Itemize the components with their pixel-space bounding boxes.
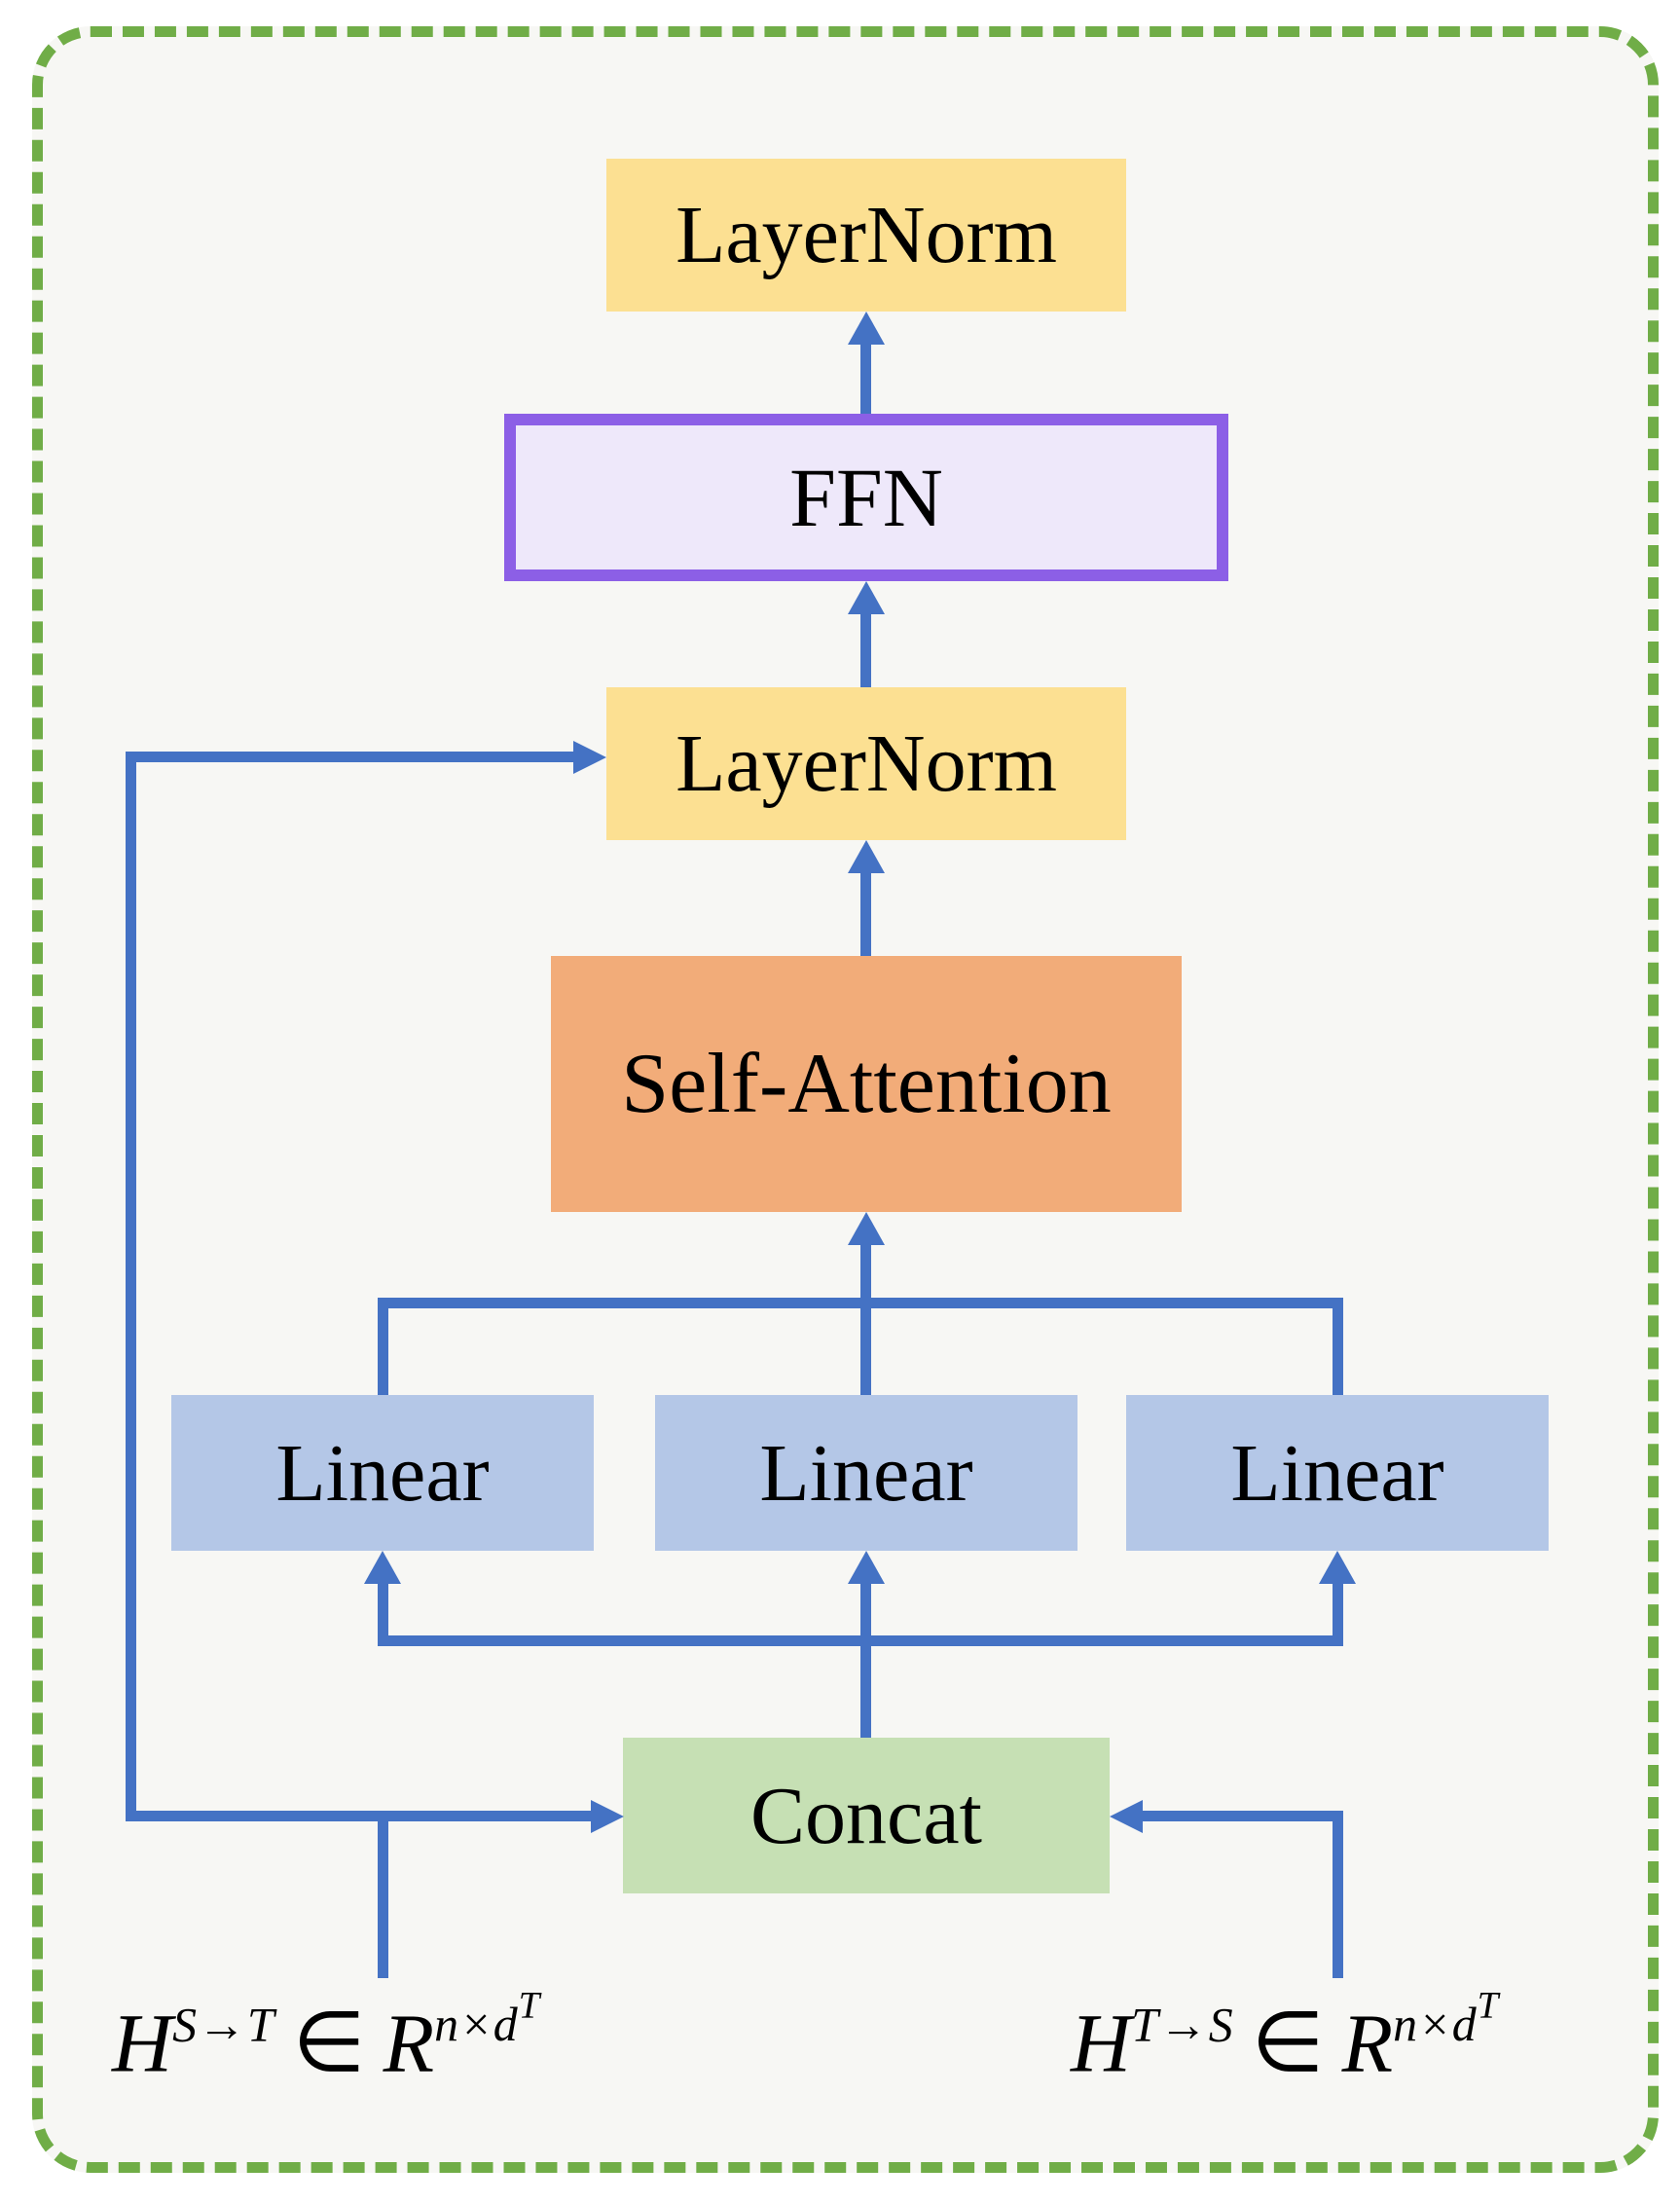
node-self-attention-label: Self-Attention [621, 1037, 1112, 1131]
residual-skip-to-layernorm-line [126, 752, 573, 762]
concat-output-rail [378, 1635, 1343, 1646]
formula-space: R [383, 1996, 435, 2090]
node-layernorm-mid: LayerNorm [606, 687, 1126, 840]
formula-space-sup: n×dT [434, 1985, 540, 2052]
rail-to-linear-left-line [378, 1584, 388, 1635]
node-layernorm-top: LayerNorm [606, 159, 1126, 312]
formula-space-sup: n×dT [1393, 1985, 1499, 2052]
node-linear-mid-label: Linear [759, 1427, 973, 1519]
arrow-right-icon [573, 741, 606, 774]
arrow-left-icon [1110, 1800, 1143, 1833]
arrow-selfattention-to-layernorm-mid-line [860, 873, 871, 956]
formula-space-sup-text: n×d [434, 1998, 519, 2052]
input-right-formula: HT→S ∈Rn×dT [1071, 1984, 1499, 2091]
node-ffn-label: FFN [789, 451, 943, 544]
node-linear-mid: Linear [655, 1395, 1077, 1551]
arrow-up-icon [848, 312, 885, 345]
arrow-layernorm-mid-to-ffn-line [860, 614, 871, 687]
arrow-up-icon [848, 1212, 885, 1245]
residual-skip-vertical-line [126, 752, 136, 1821]
arrow-up-icon [848, 840, 885, 873]
concat-to-rail-line [860, 1646, 871, 1738]
arrow-up-icon [848, 581, 885, 614]
element-of-symbol: ∈ [1251, 1996, 1325, 2090]
linear-output-rail [378, 1298, 1343, 1308]
element-of-symbol: ∈ [292, 1996, 366, 2090]
node-concat: Concat [623, 1738, 1110, 1893]
node-concat-label: Concat [750, 1770, 982, 1861]
input-right-to-concat-line [1143, 1811, 1343, 1821]
arrow-up-icon [1319, 1551, 1356, 1584]
arrow-up-icon [848, 1551, 885, 1584]
linear-left-output-line [378, 1298, 388, 1395]
node-layernorm-top-label: LayerNorm [676, 190, 1057, 280]
formula-space-sup-sup: T [1477, 1985, 1500, 2027]
formula-var: H [1071, 1996, 1132, 2090]
arrow-right-icon [591, 1800, 624, 1833]
input-left-vertical-line [378, 1811, 388, 1978]
input-left-to-concat-line [130, 1811, 591, 1821]
linear-right-output-line [1333, 1298, 1343, 1395]
formula-var-sup: T→S [1131, 1998, 1234, 2052]
formula-space-sup-text: n×d [1393, 1998, 1478, 2052]
rail-to-linear-mid-line [860, 1584, 871, 1635]
arrow-ffn-to-layernorm-top-line [860, 345, 871, 414]
rail-to-linear-right-line [1333, 1584, 1343, 1635]
node-layernorm-mid-label: LayerNorm [676, 718, 1057, 809]
input-right-vertical-line [1333, 1811, 1343, 1978]
arrow-linears-to-selfattention-line [860, 1245, 871, 1395]
formula-var: H [112, 1996, 173, 2090]
formula-var-sup: S→T [172, 1998, 275, 2052]
node-linear-left: Linear [171, 1395, 594, 1551]
input-left-formula: HS→T ∈Rn×dT [112, 1984, 540, 2091]
node-linear-left-label: Linear [275, 1427, 490, 1519]
node-linear-right: Linear [1126, 1395, 1549, 1551]
formula-space-sup-sup: T [518, 1985, 541, 2027]
node-self-attention: Self-Attention [551, 956, 1182, 1212]
formula-space: R [1341, 1996, 1394, 2090]
node-ffn: FFN [504, 414, 1228, 581]
node-linear-right-label: Linear [1230, 1427, 1444, 1519]
arrow-up-icon [364, 1551, 401, 1584]
